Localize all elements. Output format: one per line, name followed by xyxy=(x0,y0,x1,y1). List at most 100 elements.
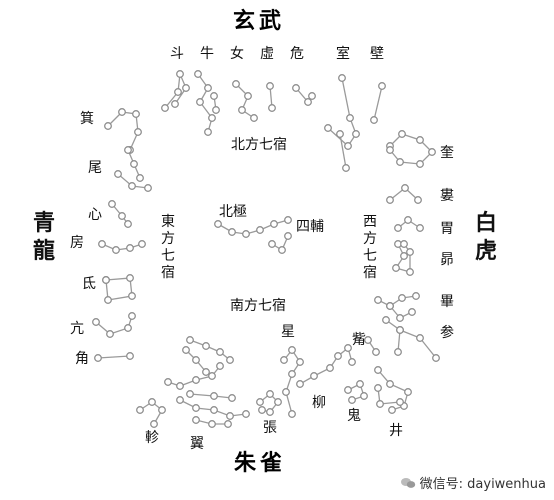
star-fang xyxy=(112,246,120,254)
star-xing xyxy=(282,388,290,396)
mansion-ji-label: 箕 xyxy=(80,111,94,127)
star-zhen xyxy=(158,406,166,414)
star-xu xyxy=(268,104,276,112)
star-xing xyxy=(288,410,296,418)
star-wei-n xyxy=(308,92,316,100)
mansion-jing-label: 井 xyxy=(389,423,403,439)
star-niu xyxy=(208,114,216,122)
star-yi xyxy=(210,406,218,414)
star-east-dots xyxy=(130,160,138,168)
star-nv xyxy=(244,92,252,100)
star-di xyxy=(128,292,136,300)
constellation-line-kui xyxy=(389,133,433,165)
star-gui xyxy=(360,392,368,400)
mansion-zhen-label: 軫 xyxy=(145,430,159,446)
star-niu xyxy=(210,92,218,100)
star-zi xyxy=(364,336,372,344)
star-south-arc xyxy=(226,356,234,364)
star-wei-e xyxy=(128,182,136,190)
watermark-text: 微信号: dayiwenhua xyxy=(419,477,546,492)
star-shen xyxy=(432,354,440,362)
star-di xyxy=(126,274,134,282)
mansion-jiao-label: 角 xyxy=(75,351,89,367)
star-mao xyxy=(400,252,408,260)
star-xin xyxy=(124,220,132,228)
star-fang xyxy=(138,240,146,248)
star-niu xyxy=(204,128,212,136)
mansion-dou-label: 斗 xyxy=(170,46,184,62)
mansion-niu-label: 牛 xyxy=(200,46,214,62)
constellation-line-kang xyxy=(95,315,133,335)
star-wei-e xyxy=(114,170,122,178)
star-yi xyxy=(202,368,210,376)
star-kui xyxy=(396,158,404,166)
star-north-pole xyxy=(278,246,286,254)
star-kui xyxy=(416,160,424,168)
star-dou xyxy=(161,104,169,112)
star-lou xyxy=(401,184,409,192)
north-animal-label: 玄武 xyxy=(233,9,286,34)
mansion-shen-label: 参 xyxy=(440,325,454,341)
star-nv xyxy=(232,80,240,88)
star-niu xyxy=(196,98,204,106)
star-yi xyxy=(228,394,236,402)
star-liu xyxy=(296,380,304,388)
star-bi-w xyxy=(412,292,420,300)
west-animal-label: 白虎 xyxy=(474,211,497,264)
mansion-bi-w-label: 畢 xyxy=(440,294,454,310)
star-south-arc xyxy=(202,342,210,350)
star-yi xyxy=(226,412,234,420)
star-zhen xyxy=(148,398,156,406)
star-gui xyxy=(348,396,356,404)
star-zhang xyxy=(256,398,264,406)
mansion-xing-label: 星 xyxy=(281,324,295,340)
constellation-line-jiao xyxy=(97,355,131,359)
star-yi xyxy=(176,396,184,404)
star-wei-w xyxy=(416,224,424,232)
star-east-dots xyxy=(136,174,144,182)
star-jiao xyxy=(94,354,102,362)
star-lou xyxy=(414,196,422,204)
constellation-line-south-arc xyxy=(189,339,231,361)
north-pole-label: 北極 xyxy=(219,204,247,220)
star-north-pole xyxy=(256,226,264,234)
star-ji xyxy=(118,108,126,116)
mansion-zhang-label: 張 xyxy=(263,420,277,436)
star-north-pole xyxy=(228,228,236,236)
star-kang xyxy=(92,318,100,326)
star-wei-w xyxy=(404,216,412,224)
star-zhen xyxy=(136,406,144,414)
west-group-label: 西方七宿 xyxy=(363,214,377,281)
constellation-line-gui xyxy=(347,383,365,401)
star-yi xyxy=(208,372,216,380)
star-jing xyxy=(388,406,396,414)
star-bi xyxy=(378,82,386,90)
star-nv xyxy=(238,106,246,114)
star-yi xyxy=(182,346,190,354)
star-shen xyxy=(396,326,404,334)
star-ji xyxy=(134,128,142,136)
star-yi xyxy=(192,376,200,384)
star-dou xyxy=(176,70,184,78)
constellation-line-shi xyxy=(339,133,347,169)
star-shi xyxy=(338,74,346,82)
mansion-lou-label: 婁 xyxy=(440,188,454,204)
south-group-label: 南方七宿 xyxy=(230,298,286,314)
mansion-yi-label: 翼 xyxy=(190,436,204,452)
star-kang xyxy=(106,330,114,338)
star-yi xyxy=(186,390,194,398)
star-zhen xyxy=(150,420,158,428)
star-kang xyxy=(128,312,136,320)
star-xin xyxy=(118,212,126,220)
star-di xyxy=(102,276,110,284)
star-north-pole xyxy=(214,220,222,228)
star-liu xyxy=(334,352,342,360)
star-dou xyxy=(171,100,179,108)
mansion-xu-label: 虛 xyxy=(260,46,274,62)
star-mao xyxy=(392,264,400,272)
mansion-wei-w-label: 胃 xyxy=(440,221,454,237)
star-jing xyxy=(374,384,382,392)
constellation-line-shen xyxy=(385,319,437,359)
star-xin xyxy=(108,200,116,208)
